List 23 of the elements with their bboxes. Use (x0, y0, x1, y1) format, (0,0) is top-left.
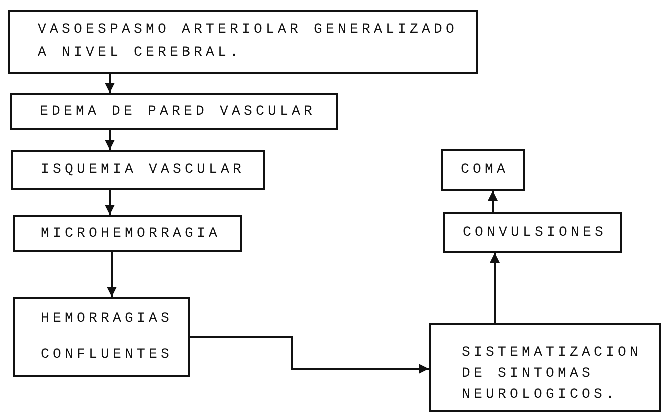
box-label: MICROHEMORRAGIA (41, 224, 222, 244)
arrow (105, 190, 115, 215)
arrow (190, 336, 429, 374)
arrow (488, 191, 498, 212)
box-label: VASOESPASMO ARTERIOLAR GENERALIZADO A NIVEL CEREBRAL. (38, 21, 460, 63)
box-label: ISQUEMIA VASCULAR (41, 161, 246, 180)
box-label: COMA (461, 161, 510, 180)
box-label: HEMORRAGIAS CONFLUENTES (41, 310, 174, 365)
box-label: CONVULSIONES (463, 224, 608, 242)
process-box (429, 323, 661, 412)
process-box (11, 150, 265, 190)
process-box (13, 297, 190, 377)
process-box (13, 215, 242, 252)
process-box (441, 149, 525, 191)
arrow (107, 252, 117, 297)
arrow (105, 130, 115, 150)
process-box (10, 93, 338, 130)
process-box (443, 212, 622, 253)
box-label: SISTEMATIZACION DE SINTOMAS NEUROLOGICOS. (462, 344, 644, 405)
process-box (8, 10, 478, 74)
arrow (105, 74, 115, 93)
box-label: EDEMA DE PARED VASCULAR (40, 102, 318, 122)
arrow (490, 253, 500, 323)
